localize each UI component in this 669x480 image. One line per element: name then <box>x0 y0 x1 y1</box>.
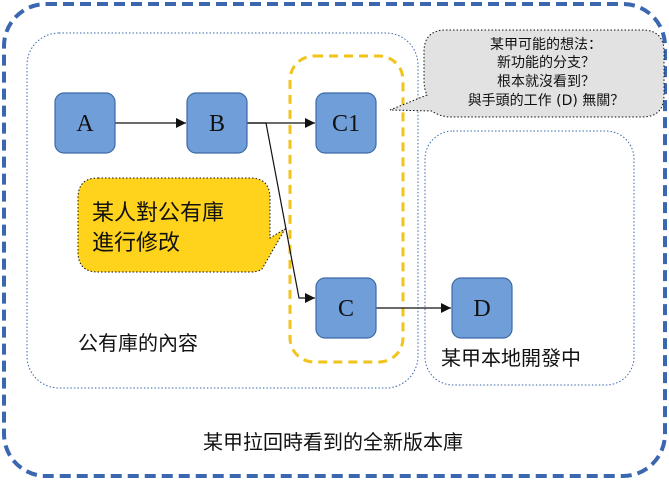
local-dev-label: 某甲本地開發中 <box>441 346 581 370</box>
new-repo-label: 某甲拉回時看到的全新版本庫 <box>203 430 463 454</box>
commit-node-d-label: D <box>473 296 490 322</box>
thought-line-2: 新功能的分支？ <box>497 55 595 71</box>
commit-node-b: B <box>186 92 248 154</box>
change-callout-line-1: 某人對公有庫 <box>92 201 224 226</box>
commit-node-c1-label: C1 <box>332 111 360 137</box>
local-dev-boundary <box>424 130 635 386</box>
changed-commits-highlight <box>288 54 405 364</box>
thought-line-4: 與手頭的工作 (D) 無關？ <box>468 93 625 109</box>
change-callout: 某人對公有庫 進行修改 <box>77 177 287 273</box>
public-repo-boundary <box>26 32 419 389</box>
thought-bubble: 某甲可能的想法： 新功能的分支？ 根本就沒看到？ 與手頭的工作 (D) 無關？ <box>389 29 665 118</box>
edge-b-c <box>247 122 315 303</box>
commit-node-d: D <box>451 277 513 339</box>
commit-node-a-label: A <box>76 111 94 137</box>
thought-line-3: 根本就沒看到？ <box>497 73 595 90</box>
change-callout-line-2: 進行修改 <box>92 231 180 256</box>
public-repo-label: 公有庫的內容 <box>78 331 198 355</box>
commit-node-b-label: B <box>209 111 225 137</box>
commit-node-c1: C1 <box>315 92 377 154</box>
thought-line-1: 某甲可能的想法： <box>490 37 602 53</box>
commit-node-c-label: C <box>338 296 354 322</box>
commit-node-a: A <box>54 92 116 154</box>
commit-node-c: C <box>315 277 377 339</box>
